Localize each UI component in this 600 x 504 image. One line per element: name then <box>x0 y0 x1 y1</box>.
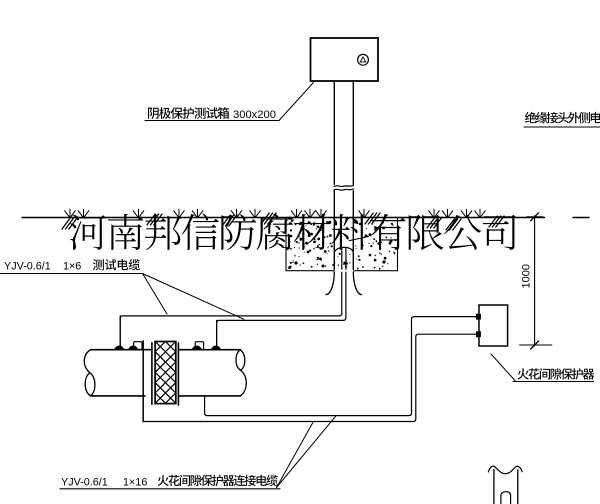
svg-text:YJV-0.6/1: YJV-0.6/1 <box>61 476 108 488</box>
svg-text:1×6: 1×6 <box>63 261 81 273</box>
svg-text:YJV-0.6/1: YJV-0.6/1 <box>4 261 51 273</box>
svg-text:1000: 1000 <box>521 264 533 288</box>
svg-text:1×16: 1×16 <box>123 476 147 488</box>
svg-text:300x200: 300x200 <box>233 109 276 121</box>
